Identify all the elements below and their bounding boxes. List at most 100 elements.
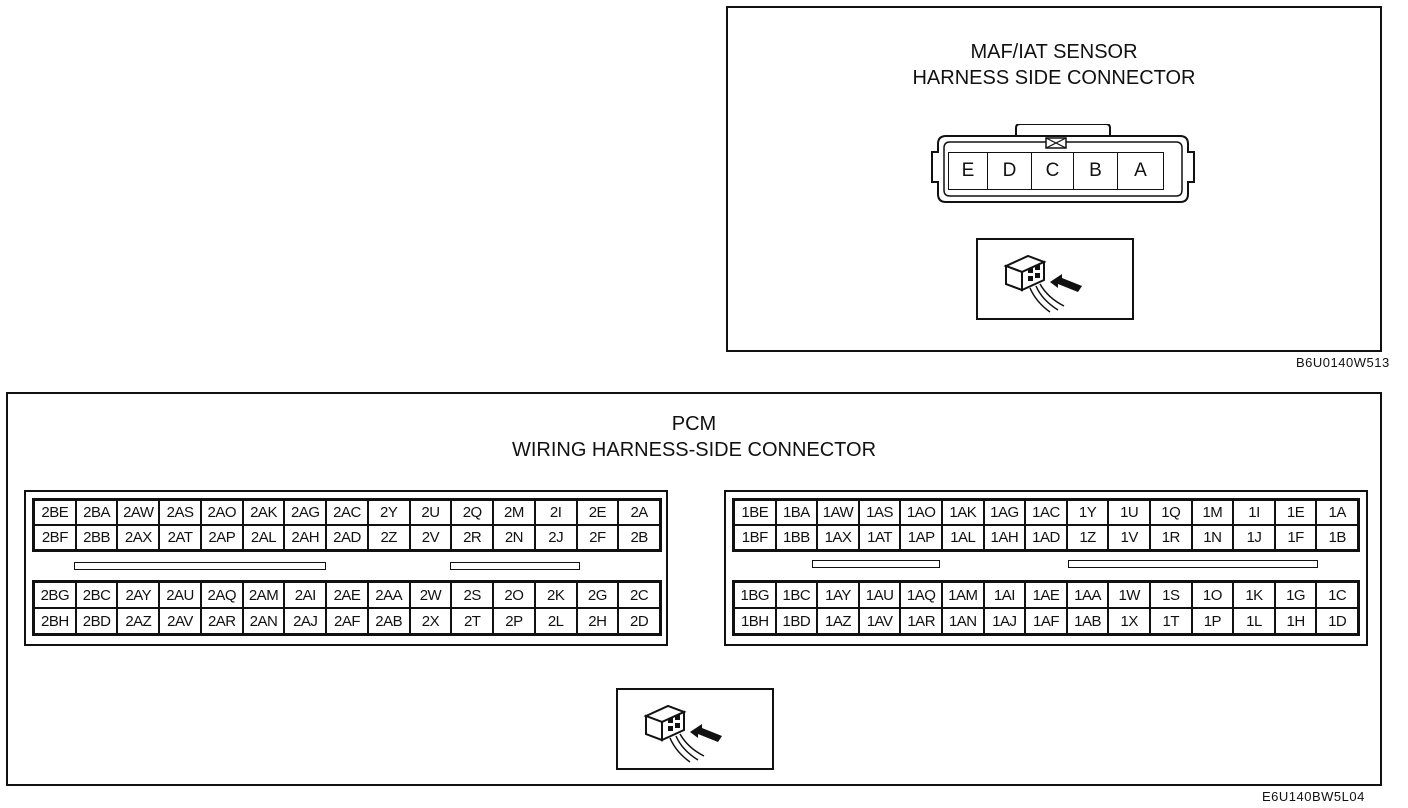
pcm-c2-pin-2j: 2J xyxy=(534,525,577,550)
pcm-c2-pin-2aa: 2AA xyxy=(367,582,410,608)
pcm-c2-pin-2ay: 2AY xyxy=(117,582,160,608)
pcm-c2-pin-2b: 2B xyxy=(618,525,660,550)
pcm-c2-pin-2a: 2A xyxy=(618,500,660,525)
pcm-c1-pin-1w: 1W xyxy=(1108,582,1150,608)
pcm-c1-pin-1y: 1Y xyxy=(1066,500,1109,525)
pcm-c1-pin-1h: 1H xyxy=(1274,608,1317,634)
pcm-c2-pin-2be: 2BE xyxy=(34,500,76,525)
pcm-c1-pin-1am: 1AM xyxy=(941,582,984,608)
maf-pin-a: A xyxy=(1118,152,1164,190)
pcm-c1-pin-1av: 1AV xyxy=(858,608,901,634)
pcm-c1-pin-1ai: 1AI xyxy=(983,582,1026,608)
pcm-c2-pin-2bd: 2BD xyxy=(75,608,118,634)
pcm-c1-pin-1s: 1S xyxy=(1149,582,1192,608)
maf-pin-c: C xyxy=(1032,152,1074,190)
connector-view-icon xyxy=(1003,254,1082,313)
pcm-c2-pin-2ar: 2AR xyxy=(200,608,243,634)
pcm-c2-pin-2bg: 2BG xyxy=(34,582,76,608)
pcm-c2-pin-2av: 2AV xyxy=(159,608,201,634)
pcm-c1-pin-1ao: 1AO xyxy=(900,500,942,525)
pcm-c2-pin-2an: 2AN xyxy=(242,608,285,634)
pcm-c1-pin-1af: 1AF xyxy=(1025,608,1067,634)
pcm-c1-pin-1d: 1D xyxy=(1316,608,1358,634)
pcm-c2-pin-2ax: 2AX xyxy=(117,525,160,550)
pcm-c2-pin-2e: 2E xyxy=(576,500,619,525)
pcm-c2-pin-2r: 2R xyxy=(451,525,494,550)
pcm-c2-pin-2au: 2AU xyxy=(159,582,201,608)
pcm-c2-pin-2ai: 2AI xyxy=(284,582,327,608)
pcm-c2-pin-2ba: 2BA xyxy=(75,500,118,525)
pcm-c1-pin-1ac: 1AC xyxy=(1025,500,1067,525)
pcm-c2-pin-2k: 2K xyxy=(534,582,577,608)
pcm-c2-pin-2ah: 2AH xyxy=(284,525,327,550)
pcm-c1-pin-1az: 1AZ xyxy=(817,608,859,634)
pcm-c1-pin-1bc: 1BC xyxy=(775,582,818,608)
pcm-c2-pin-2ad: 2AD xyxy=(326,525,368,550)
pcm-c2-pin-2l: 2L xyxy=(534,608,577,634)
pcm-connector-2-lock-bar-right xyxy=(450,562,580,570)
pcm-c1-pin-1n: 1N xyxy=(1191,525,1234,550)
pcm-c1-pin-1p: 1P xyxy=(1191,608,1234,634)
pcm-c1-pin-1aw: 1AW xyxy=(817,500,859,525)
pcm-c2-pin-2al: 2AL xyxy=(242,525,285,550)
maf-title-line1: MAF/IAT SENSOR xyxy=(970,41,1138,63)
pcm-c2-pin-2aq: 2AQ xyxy=(200,582,243,608)
pcm-c2-pin-2n: 2N xyxy=(493,525,535,550)
pcm-c1-pin-1ag: 1AG xyxy=(983,500,1026,525)
pcm-c2-pin-2ak: 2AK xyxy=(242,500,285,525)
pcm-c2-pin-2y: 2Y xyxy=(367,500,410,525)
pcm-figure-code: E6U140BW5L04 xyxy=(1262,789,1365,804)
pcm-c1-pin-1b: 1B xyxy=(1316,525,1358,550)
pcm-c2-pin-2ae: 2AE xyxy=(326,582,368,608)
pcm-c1-pin-1f: 1F xyxy=(1274,525,1317,550)
pcm-c1-pin-1e: 1E xyxy=(1274,500,1317,525)
pcm-c2-pin-2az: 2AZ xyxy=(117,608,160,634)
pcm-c2-pin-2bc: 2BC xyxy=(75,582,118,608)
pcm-c1-pin-1ab: 1AB xyxy=(1066,608,1109,634)
pcm-c1-pin-1i: 1I xyxy=(1233,500,1275,525)
pcm-c1-pin-1j: 1J xyxy=(1233,525,1275,550)
pcm-c1-pin-1al: 1AL xyxy=(941,525,984,550)
pcm-c1-pin-1as: 1AS xyxy=(858,500,901,525)
pcm-c1-pin-1aq: 1AQ xyxy=(900,582,942,608)
pcm-c2-pin-2p: 2P xyxy=(493,608,535,634)
pcm-c1-pin-1q: 1Q xyxy=(1149,500,1192,525)
pcm-c1-pin-1an: 1AN xyxy=(941,608,984,634)
pcm-c1-pin-1ak: 1AK xyxy=(941,500,984,525)
maf-pin-d: D xyxy=(988,152,1032,190)
pcm-c1-pin-1k: 1K xyxy=(1233,582,1275,608)
pcm-c2-pin-2bh: 2BH xyxy=(34,608,76,634)
pcm-c2-pin-2ao: 2AO xyxy=(200,500,243,525)
pcm-connector-view-box xyxy=(616,688,774,770)
maf-pin-b: B xyxy=(1074,152,1118,190)
pcm-c2-pin-2c: 2C xyxy=(618,582,660,608)
pcm-c1-pin-1bg: 1BG xyxy=(734,582,776,608)
pcm-c1-pin-1ar: 1AR xyxy=(900,608,942,634)
connector-view-icon xyxy=(643,704,722,763)
pcm-c1-pin-1t: 1T xyxy=(1149,608,1192,634)
pcm-c1-pin-1be: 1BE xyxy=(734,500,776,525)
pcm-c1-pin-1bd: 1BD xyxy=(775,608,818,634)
pcm-c1-pin-1l: 1L xyxy=(1233,608,1275,634)
maf-figure-code: B6U0140W513 xyxy=(1296,355,1390,370)
pcm-c2-pin-2aj: 2AJ xyxy=(284,608,327,634)
pcm-c2-pin-2f: 2F xyxy=(576,525,619,550)
pcm-c1-pin-1u: 1U xyxy=(1108,500,1150,525)
pcm-c1-pin-1bf: 1BF xyxy=(734,525,776,550)
pcm-connector-2-lock-bar-left xyxy=(74,562,326,570)
pcm-c1-pin-1x: 1X xyxy=(1108,608,1150,634)
pcm-connector-2-housing xyxy=(24,490,668,646)
pcm-c2-pin-2ag: 2AG xyxy=(284,500,327,525)
pcm-c2-pin-2i: 2I xyxy=(534,500,577,525)
pcm-c2-pin-2d: 2D xyxy=(618,608,660,634)
pcm-c1-pin-1bb: 1BB xyxy=(775,525,818,550)
pcm-c1-pin-1aj: 1AJ xyxy=(983,608,1026,634)
pcm-c2-pin-2m: 2M xyxy=(493,500,535,525)
pcm-c1-pin-1v: 1V xyxy=(1108,525,1150,550)
pcm-c1-pin-1z: 1Z xyxy=(1066,525,1109,550)
pcm-c1-pin-1c: 1C xyxy=(1316,582,1358,608)
